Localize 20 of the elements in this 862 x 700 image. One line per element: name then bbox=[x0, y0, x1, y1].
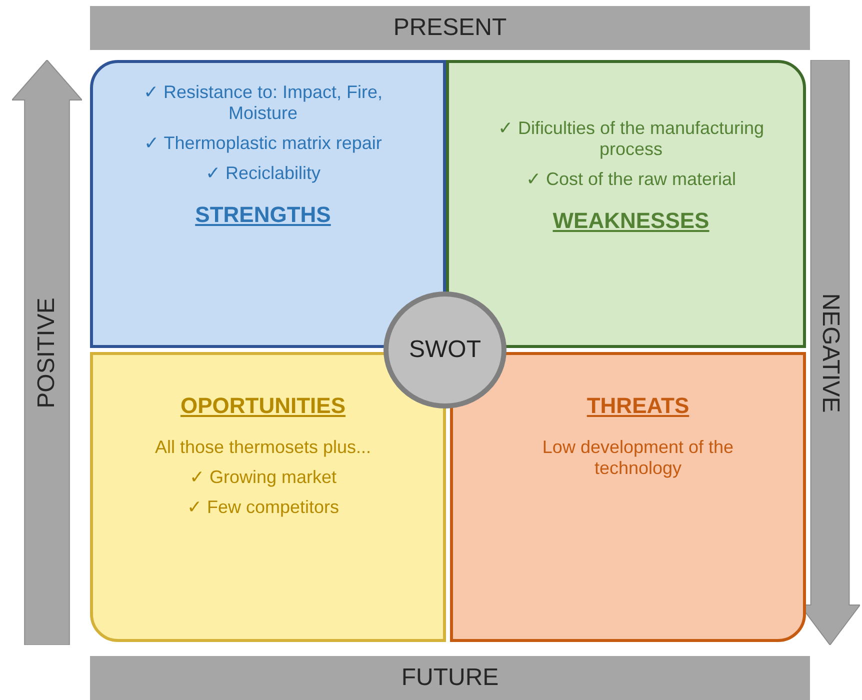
checklist-item: All those thermosets plus... bbox=[154, 437, 372, 458]
checklist-item: Low development of the technology bbox=[541, 437, 735, 479]
header-band bbox=[90, 6, 810, 50]
band-label: PRESENT bbox=[393, 14, 507, 42]
header-band bbox=[90, 656, 810, 700]
checklist-item: ✓ Dificulties of the manufacturing process bbox=[496, 117, 766, 160]
quadrant-heading: OPORTUNITIES bbox=[180, 393, 346, 419]
axis-label: NEGATIVE bbox=[816, 292, 844, 412]
band-label: FUTURE bbox=[401, 664, 499, 692]
checklist-item: ✓ Few competitors bbox=[186, 496, 340, 518]
checklist-item: ✓ Reciclability bbox=[205, 162, 321, 184]
checklist-item: ✓ Growing market bbox=[189, 466, 337, 488]
quadrant-heading: THREATS bbox=[586, 393, 690, 419]
quadrant-heading: WEAKNESSES bbox=[552, 208, 710, 234]
checklist-item: ✓ Thermoplastic matrix repair bbox=[144, 132, 382, 154]
quadrant-heading: STRENGTHS bbox=[195, 202, 331, 228]
checklist-item: ✓ Cost of the raw material bbox=[526, 168, 736, 190]
axis-label: POSITIVE bbox=[33, 297, 61, 408]
center-label: SWOT bbox=[409, 336, 481, 364]
checklist-item: ✓ Resistance to: Impact, Fire, Moisture bbox=[142, 81, 384, 124]
